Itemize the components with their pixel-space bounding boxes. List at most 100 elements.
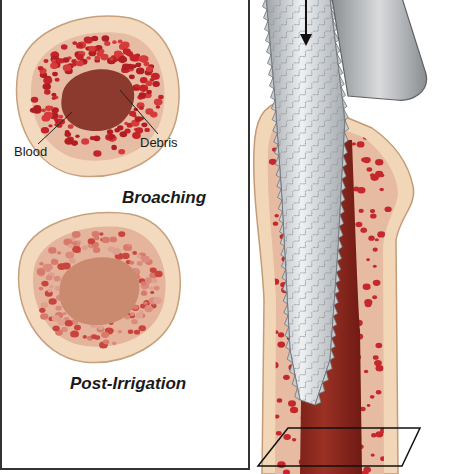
marrow-dot (370, 213, 376, 218)
marrow-dot (38, 66, 44, 70)
marrow-dot (118, 330, 123, 334)
marrow-dot (93, 135, 100, 141)
marrow-dot (271, 278, 279, 285)
marrow-dot (118, 56, 127, 63)
marrow-dot (47, 289, 52, 293)
marrow-dot (56, 58, 62, 63)
marrow-dot (102, 35, 110, 41)
marrow-dot (91, 36, 98, 42)
marrow-dot (357, 141, 365, 147)
marrow-dot (144, 128, 149, 132)
marrow-dot (288, 400, 296, 406)
broach (263, 0, 349, 405)
marrow-dot (146, 90, 151, 94)
marrow-dot (135, 127, 143, 133)
marrow-dot (88, 238, 95, 244)
marrow-dot (375, 159, 383, 166)
marrow-dot (265, 393, 272, 399)
marrow-dot (64, 138, 73, 145)
marrow-dot (389, 330, 394, 334)
marrow-dot (111, 145, 116, 149)
marrow-dot (385, 206, 392, 212)
marrow-dot (72, 62, 77, 66)
leader-line (120, 90, 158, 134)
marrow-dot (352, 119, 357, 123)
marrow-dot (55, 305, 62, 310)
marrow-dot (118, 40, 123, 44)
marrow-dot (151, 278, 157, 283)
marrow-dot (355, 222, 362, 228)
marrow-dot (39, 308, 45, 313)
marrow-dot (158, 95, 164, 99)
marrow-dot (104, 41, 110, 46)
marrow-dot (273, 222, 278, 226)
marrow-dot (144, 62, 150, 67)
marrow-dot (376, 365, 384, 371)
marrow-dot (88, 46, 95, 52)
marrow-dot (135, 85, 139, 89)
marrow-dot (55, 78, 60, 82)
marrow-dot (370, 173, 375, 177)
marrow-dot (361, 158, 367, 163)
marrow-dot (375, 238, 379, 241)
marrow-dot (375, 343, 382, 348)
marrow-dot (107, 57, 116, 64)
broach-teeth (263, 0, 301, 400)
cross-section-post-irrigation (19, 213, 181, 363)
marrow-dot (137, 261, 143, 266)
marrow-dot (371, 453, 375, 456)
marrow-dot (103, 340, 109, 345)
marrow-dot (373, 355, 379, 360)
marrow-dot (48, 247, 56, 254)
marrow-dot (52, 97, 56, 100)
marrow-dot (137, 254, 142, 258)
marrow-dot (374, 360, 382, 366)
marrow-dot (357, 126, 364, 132)
marrow-dot (98, 325, 104, 330)
marrow-dot (135, 62, 141, 67)
marrow-dot (143, 302, 147, 305)
marrow-dot (277, 461, 285, 468)
marrow-dot (74, 325, 81, 331)
marrow-dot (49, 298, 57, 304)
marrow-dot (264, 402, 271, 408)
marrow-dot (54, 276, 61, 282)
marrow-dot (65, 251, 74, 258)
marrow-dot (76, 54, 84, 60)
marrow-dot (135, 84, 140, 88)
marrow-dot (109, 134, 115, 139)
marrow-dot (76, 43, 83, 49)
marrow-dot (145, 108, 153, 114)
marrow-dot (128, 329, 134, 334)
marrow-dot (139, 85, 148, 92)
marrow-dot (375, 171, 383, 178)
marrow-dot (112, 342, 117, 346)
marrow-dot (146, 277, 152, 282)
marrow-dot (387, 371, 391, 374)
marrow-dot (393, 415, 401, 421)
marrow-dot (69, 258, 76, 264)
marrow-dot (386, 116, 394, 122)
marrow-dot (134, 330, 140, 335)
marrow-dot (82, 245, 88, 250)
marrow-dot (130, 54, 139, 61)
marrow-dot (277, 398, 282, 402)
marrow-dot (363, 467, 371, 473)
marrow-dot (62, 312, 66, 315)
marrow-dot (107, 129, 113, 134)
marrow-dot (352, 142, 356, 145)
marrow-dot (379, 188, 383, 192)
marrow-dot (290, 407, 298, 414)
marrow-dot (91, 334, 97, 339)
marrow-dot (118, 149, 125, 155)
marrow-dot (151, 73, 160, 80)
marrow-dot (81, 138, 89, 144)
marrow-dot (132, 251, 137, 255)
marrow-dot (39, 287, 44, 291)
marrow-dot (383, 139, 388, 143)
marrow-dot (43, 77, 52, 84)
marrow-dot (368, 236, 374, 241)
marrow-dot (138, 325, 146, 331)
marrow-dot (360, 108, 365, 112)
marrow-dot (144, 305, 153, 312)
